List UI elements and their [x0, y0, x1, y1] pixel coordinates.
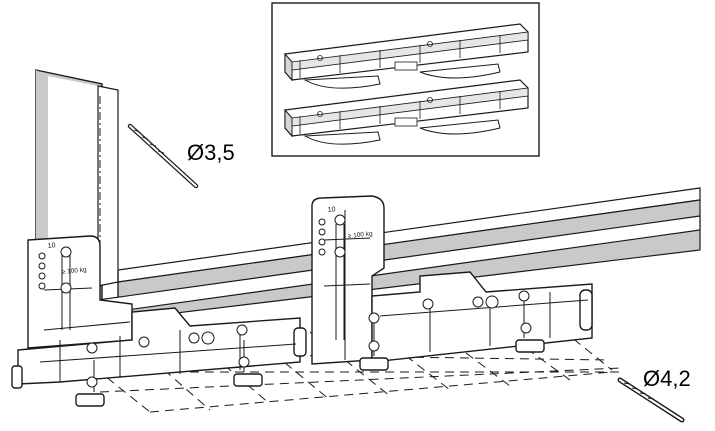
drill-bit-small-icon — [127, 123, 199, 189]
cabinet-frame — [35, 69, 701, 330]
drawer-runner-bottom — [284, 79, 529, 145]
drawer-runner-top — [284, 23, 529, 89]
drill-bit-large-icon — [617, 377, 685, 423]
template-number-center: 10 — [327, 206, 336, 214]
template-holes — [38, 214, 532, 388]
runner-inset — [271, 2, 540, 157]
drill-diameter-large-label: Ø4,2 — [643, 366, 691, 391]
drill-diameter-small-label: Ø3,5 — [187, 140, 235, 165]
template-load-center: ≥ 100 kg — [347, 230, 373, 240]
drilling-template — [11, 195, 593, 407]
template-load-left: ≥ 100 kg — [61, 266, 87, 276]
template-number-left: 10 — [47, 242, 56, 250]
